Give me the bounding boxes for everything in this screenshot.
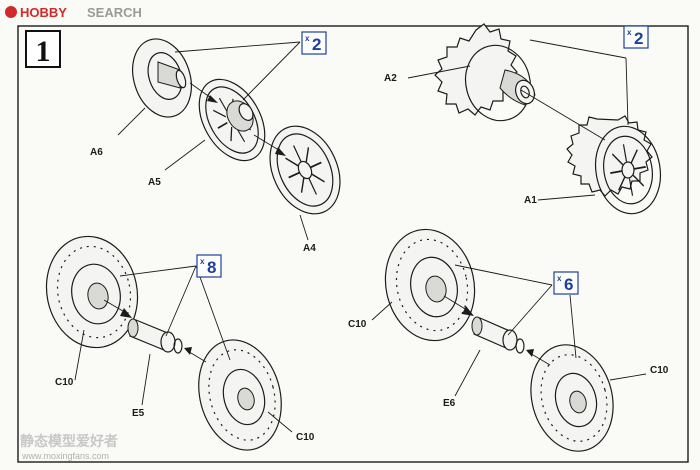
badge-prefix: x — [627, 28, 632, 37]
road-wheel-c10 — [45, 235, 139, 349]
step-number-box: 1 — [25, 30, 61, 68]
road-wheel-c10 — [530, 344, 614, 452]
watermark: 静态模型爱好者 www.moxingfans.com — [20, 433, 118, 461]
sprocket-a2 — [434, 23, 536, 122]
part-label-a4: A4 — [303, 243, 316, 254]
wheel-a6 — [132, 38, 192, 118]
badge-prefix: x — [557, 274, 562, 283]
quantity-badge: x 2 — [623, 25, 649, 49]
wheel-a4 — [269, 125, 341, 215]
part-label-c10: C10 — [650, 365, 669, 376]
part-label-c10: C10 — [55, 377, 74, 388]
watermark-url: www.moxingfans.com — [21, 451, 109, 461]
assembly-arrow — [443, 295, 551, 366]
badge-count: 2 — [634, 29, 643, 48]
wheel-a5 — [198, 78, 266, 162]
axle-e5 — [127, 318, 183, 354]
sheet-border — [17, 25, 689, 463]
hobby-search-logo: HOBBY SEARCH — [5, 5, 142, 20]
watermark-cn: 静态模型爱好者 — [20, 433, 118, 449]
assembly-arrow — [103, 299, 207, 363]
road-wheel-c10 — [198, 339, 282, 451]
part-label-a5: A5 — [148, 177, 161, 188]
part-label-c10: C10 — [296, 432, 315, 443]
badge-prefix: x — [305, 34, 310, 43]
part-label-a6: A6 — [90, 147, 103, 158]
assembly-arrow — [189, 82, 286, 156]
road-wheel-c10 — [384, 228, 476, 342]
badge-prefix: x — [200, 257, 205, 266]
quantity-badge: x 2 — [301, 31, 327, 55]
logo-brand-text: HOBBY — [20, 5, 67, 20]
badge-count: 2 — [312, 35, 321, 54]
quantity-badge: x 8 — [196, 254, 222, 278]
badge-count: 6 — [564, 275, 573, 294]
axle-e6 — [471, 316, 525, 354]
part-label-c10: C10 — [348, 319, 367, 330]
part-label-a2: A2 — [384, 73, 397, 84]
part-label-a1: A1 — [524, 195, 537, 206]
step-number: 1 — [36, 35, 51, 68]
sprocket-a1 — [566, 115, 662, 215]
logo-word-text: SEARCH — [87, 5, 142, 20]
part-label-e6: E6 — [443, 398, 456, 409]
part-label-e5: E5 — [132, 408, 145, 419]
quantity-badge: x 6 — [553, 271, 579, 295]
badge-count: 8 — [207, 258, 216, 277]
